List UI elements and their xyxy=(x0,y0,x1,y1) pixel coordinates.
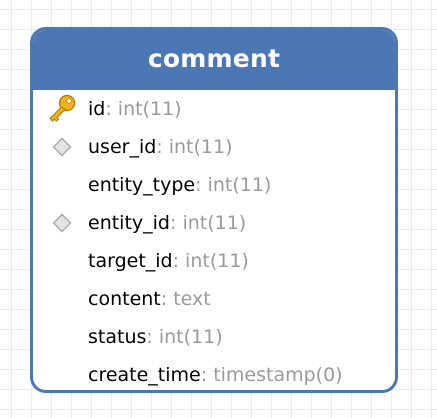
column-type: : int(11) xyxy=(146,326,223,348)
column-row-user_id[interactable]: user_id: int(11) xyxy=(33,128,395,166)
column-name: status xyxy=(88,326,147,348)
column-name: id xyxy=(88,98,106,120)
column-type: : int(11) xyxy=(172,250,249,272)
column-name: entity_type xyxy=(88,174,196,196)
column-type: : text xyxy=(160,288,211,310)
column-row-entity_type[interactable]: entity_type: int(11) xyxy=(33,166,395,204)
index-diamond-icon xyxy=(46,204,78,242)
column-row-target_id[interactable]: target_id: int(11) xyxy=(33,242,395,280)
column-name: content xyxy=(88,288,161,310)
table-title: comment xyxy=(147,44,281,73)
column-name: target_id xyxy=(88,250,173,272)
column-name: entity_id xyxy=(88,212,170,234)
column-row-status[interactable]: status: int(11) xyxy=(33,318,395,356)
table-card-comment[interactable]: comment id: int(11) user_id: int( xyxy=(30,27,398,393)
index-diamond-icon xyxy=(46,128,78,166)
column-type: : int(11) xyxy=(195,174,272,196)
column-row-id[interactable]: id: int(11) xyxy=(33,90,395,128)
column-type: : int(11) xyxy=(170,212,247,234)
column-row-create_time[interactable]: create_time: timestamp(0) xyxy=(33,356,395,390)
column-row-content[interactable]: content: text xyxy=(33,280,395,318)
column-name: user_id xyxy=(88,136,157,158)
column-type: : int(11) xyxy=(105,98,182,120)
column-row-entity_id[interactable]: entity_id: int(11) xyxy=(33,204,395,242)
column-type: : int(11) xyxy=(156,136,233,158)
column-name: create_time xyxy=(88,364,201,386)
column-type: : timestamp(0) xyxy=(200,364,343,386)
primary-key-icon xyxy=(46,90,78,128)
table-header[interactable]: comment xyxy=(33,30,395,90)
